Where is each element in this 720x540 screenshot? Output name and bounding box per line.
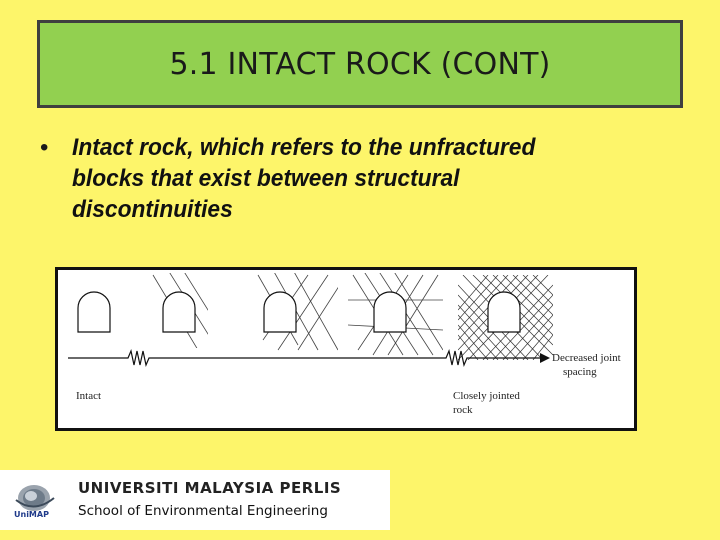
- school-name: School of Environmental Engineering: [78, 503, 328, 519]
- arrow-head: [540, 353, 550, 363]
- tunnel-stage-4: [373, 291, 407, 333]
- label-intact: Intact: [76, 390, 102, 402]
- label-closely-jointed-line2: rock: [453, 404, 473, 416]
- logo-text: UniMAP: [14, 510, 49, 519]
- joint-spacing-diagram: [68, 273, 553, 367]
- tunnel-stage-5: [487, 291, 521, 333]
- joint-spacing-figure: Intact Closely jointed rock Decreased jo…: [55, 267, 637, 431]
- tunnel-stage-2: [162, 291, 196, 333]
- bullet-item: • Intact rock, which refers to the unfra…: [40, 132, 680, 225]
- label-closely-jointed-line1: Closely jointed: [453, 390, 520, 402]
- label-decreased-joint-line2: spacing: [563, 366, 597, 378]
- title-box: 5.1 INTACT ROCK (CONT): [37, 20, 683, 108]
- footer-banner: UniMAP UNIVERSITI MALAYSIA PERLIS School…: [0, 470, 390, 530]
- bullet-text: Intact rock, which refers to the unfract…: [72, 134, 536, 223]
- slide-title: 5.1 INTACT ROCK (CONT): [169, 46, 551, 82]
- university-name: UNIVERSITI MALAYSIA PERLIS: [78, 479, 342, 497]
- scale-baseline: [68, 349, 540, 367]
- tunnel-stage-3: [263, 291, 297, 333]
- bullet-marker: •: [40, 134, 49, 161]
- university-logo-icon: [15, 485, 55, 511]
- tunnel-intact: [77, 291, 111, 333]
- label-decreased-joint-line1: Decreased joint: [552, 352, 621, 364]
